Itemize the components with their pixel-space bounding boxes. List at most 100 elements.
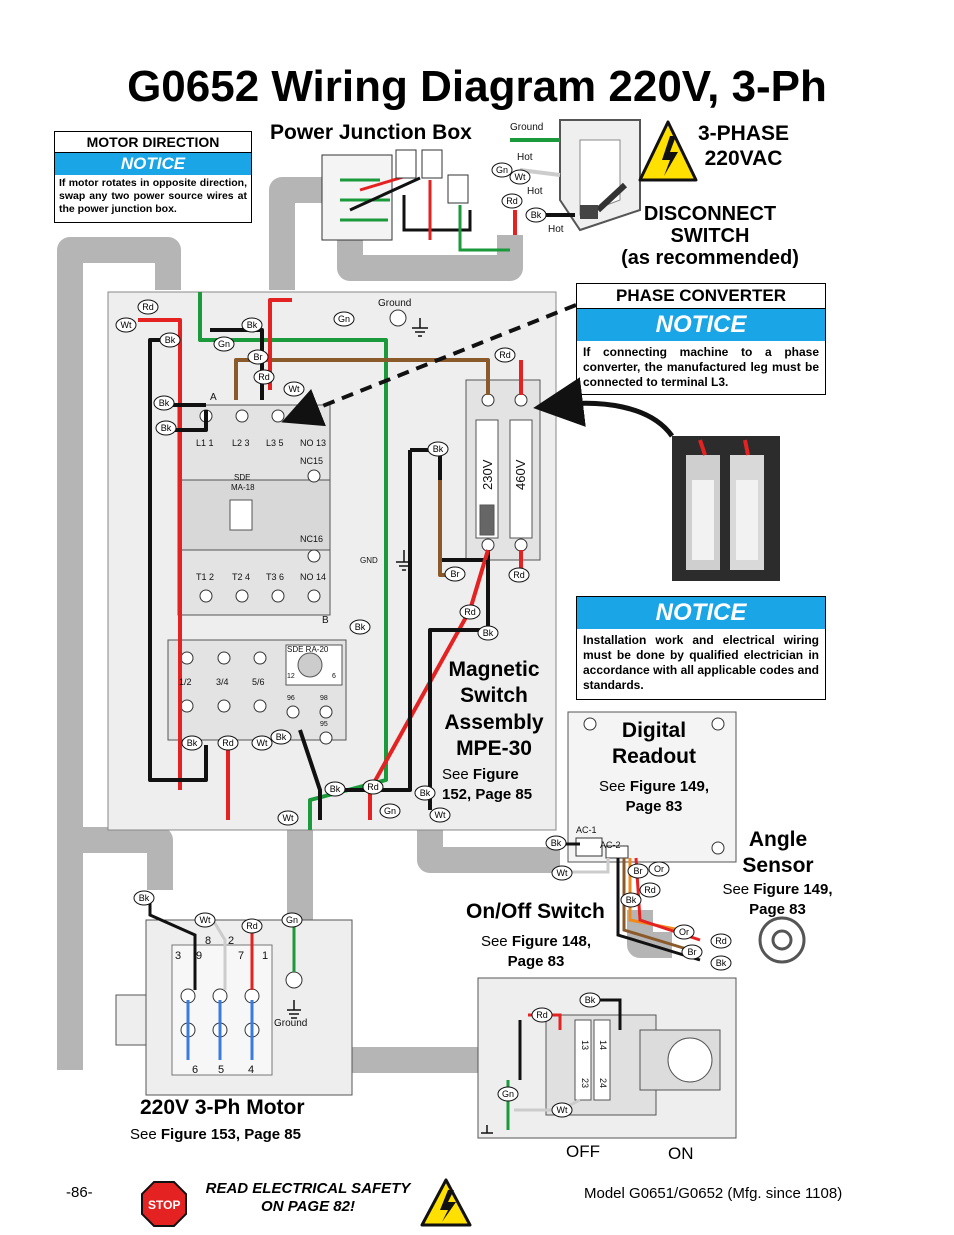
motor-direction-text: If motor rotates in opposite direction, … xyxy=(59,177,247,216)
readout-ac2: AC-2 xyxy=(600,840,621,850)
motor-ref: See Figure 153, Page 85 xyxy=(130,1126,301,1143)
onoff-switch-ref: See Figure 148, Page 83 xyxy=(466,932,606,971)
wire-tag-label: Bk xyxy=(551,838,562,848)
contactor-a-label: A xyxy=(210,392,217,403)
wire-tag-label: Bk xyxy=(585,995,596,1005)
wire-black-1 xyxy=(148,338,208,782)
three-phase-label: 3-PHASE 220VAC xyxy=(698,121,789,171)
wire-tag-label: Wt xyxy=(515,172,526,182)
wire-tag-label: Bk xyxy=(276,732,287,742)
wire-tag-br: Br xyxy=(247,349,269,365)
wire-tag-or: Or xyxy=(673,924,695,940)
wire-tag-bk: Bk xyxy=(181,735,203,751)
contactor-l1: L1 1 xyxy=(196,438,214,448)
disconnect-line1: DISCONNECT xyxy=(643,203,777,225)
angle-sensor-ref: See Figure 149, Page 83 xyxy=(710,880,845,919)
wire-red-5 xyxy=(368,549,490,820)
overload-aux-98: 98 xyxy=(320,695,328,702)
contactor-t3: T3 6 xyxy=(266,572,284,582)
wire-tag-bk: Bk xyxy=(414,785,436,801)
wire-tag-label: Bk xyxy=(716,958,727,968)
wire-tag-label: Rd xyxy=(715,936,727,946)
panel-gnd-label: GND xyxy=(360,556,378,565)
motor-see: See xyxy=(130,1126,157,1143)
motor-label: 220V 3-Ph Motor xyxy=(140,1096,305,1119)
wire-tag-label: Bk xyxy=(531,210,542,220)
wire-tag-rd: Rd xyxy=(241,918,263,934)
wire-tag-label: Br xyxy=(634,866,643,876)
safety-line1: READ ELECTRICAL SAFETY xyxy=(205,1180,411,1197)
wire-tag-label: Rd xyxy=(506,196,518,206)
onoff-switch-off-label: OFF xyxy=(566,1142,600,1161)
overload-dial-max: 6 xyxy=(332,673,336,680)
wire-tag-label: Gn xyxy=(502,1089,514,1099)
wire-tag-bk: Bk xyxy=(270,729,292,745)
transformer-230v: 230V xyxy=(480,459,495,490)
readout-ac1: AC-1 xyxy=(576,825,597,835)
wire-tag-label: Rd xyxy=(258,372,270,382)
angle-sensor-label: Angle Sensor xyxy=(738,827,818,880)
contactor-t2: T2 4 xyxy=(232,572,250,582)
wire-tag-label: Bk xyxy=(247,320,258,330)
digital-readout-label: Digital Readout xyxy=(604,718,704,771)
wire-tag-label: Bk xyxy=(433,444,444,454)
transformer-460v: 460V xyxy=(513,459,528,490)
contactor-brand: SDE xyxy=(234,473,250,482)
wire-tag-label: Rd xyxy=(536,1010,548,1020)
wire-tag-bk: Bk xyxy=(525,207,547,223)
wire-tag-wt: Wt xyxy=(509,169,531,185)
disconnect-hot-3: Hot xyxy=(548,224,564,235)
overload-model: SDE RA-20 xyxy=(287,645,329,654)
wires xyxy=(138,292,523,830)
switch-term-23: 23 xyxy=(580,1078,590,1088)
wire-tag-bk: Bk xyxy=(153,395,175,411)
motor-ground-label: Ground xyxy=(274,1018,307,1029)
wire-black-7 xyxy=(428,560,490,810)
digital-readout-ref1: Figure 149, xyxy=(629,778,710,795)
wire-tag-rd: Rd xyxy=(501,193,523,209)
magnetic-switch-ref1: Figure xyxy=(472,766,519,783)
disconnect-ground-label: Ground xyxy=(510,122,543,133)
wire-tag-bk: Bk xyxy=(477,625,499,641)
warning-triangle-top xyxy=(638,120,698,182)
contactor-model: MA-18 xyxy=(231,483,255,492)
terminal-photo xyxy=(672,436,780,581)
motor-term-9: 9 xyxy=(196,950,202,962)
wire-tag-wt: Wt xyxy=(551,865,573,881)
wire-tag-wt: Wt xyxy=(551,1102,573,1118)
wire-tag-rd: Rd xyxy=(639,882,661,898)
conduit-junction xyxy=(269,177,322,290)
wire-tag-label: Rd xyxy=(222,738,234,748)
wire-tag-bk: Bk xyxy=(324,781,346,797)
phase-converter-notice-band: NOTICE xyxy=(577,309,825,341)
digital-readout-box xyxy=(567,711,737,863)
wire-tag-label: Wt xyxy=(257,738,268,748)
motor-term-7: 7 xyxy=(238,950,244,962)
switch-term-24: 24 xyxy=(598,1078,608,1088)
wire-tag-rd: Rd xyxy=(710,933,732,949)
safety-reminder: READ ELECTRICAL SAFETY ON PAGE 82! xyxy=(190,1180,426,1216)
wire-tag-label: Wt xyxy=(557,1105,568,1115)
wire-tag-label: Rd xyxy=(246,921,258,931)
wire-tag-br: Br xyxy=(444,566,466,582)
wire-tag-gn: Gn xyxy=(497,1086,519,1102)
motor-direction-notice: MOTOR DIRECTION NOTICE If motor rotates … xyxy=(54,131,252,223)
wire-tag-label: Br xyxy=(688,947,697,957)
contactor-b-label: B xyxy=(322,615,329,626)
wire-tag-label: Bk xyxy=(187,738,198,748)
wire-tag-label: Bk xyxy=(626,895,637,905)
angle-sensor-line1: Angle xyxy=(748,828,808,851)
wire-tag-label: Rd xyxy=(367,782,379,792)
motor-direction-notice-band: NOTICE xyxy=(55,153,251,175)
overload-relay xyxy=(167,639,347,741)
wire-tag-bk: Bk xyxy=(710,955,732,971)
contactor-nc15: NC15 xyxy=(300,456,323,466)
wire-brown xyxy=(234,358,490,400)
motor-term-2: 2 xyxy=(228,935,234,947)
three-phase-line1: 3-PHASE xyxy=(698,122,790,145)
onoff-switch-label: On/Off Switch xyxy=(466,900,605,923)
onoff-switch-ref2: Page 83 xyxy=(507,952,565,970)
wire-tag-br: Br xyxy=(681,944,703,960)
phase-converter-header: PHASE CONVERTER xyxy=(577,284,825,309)
